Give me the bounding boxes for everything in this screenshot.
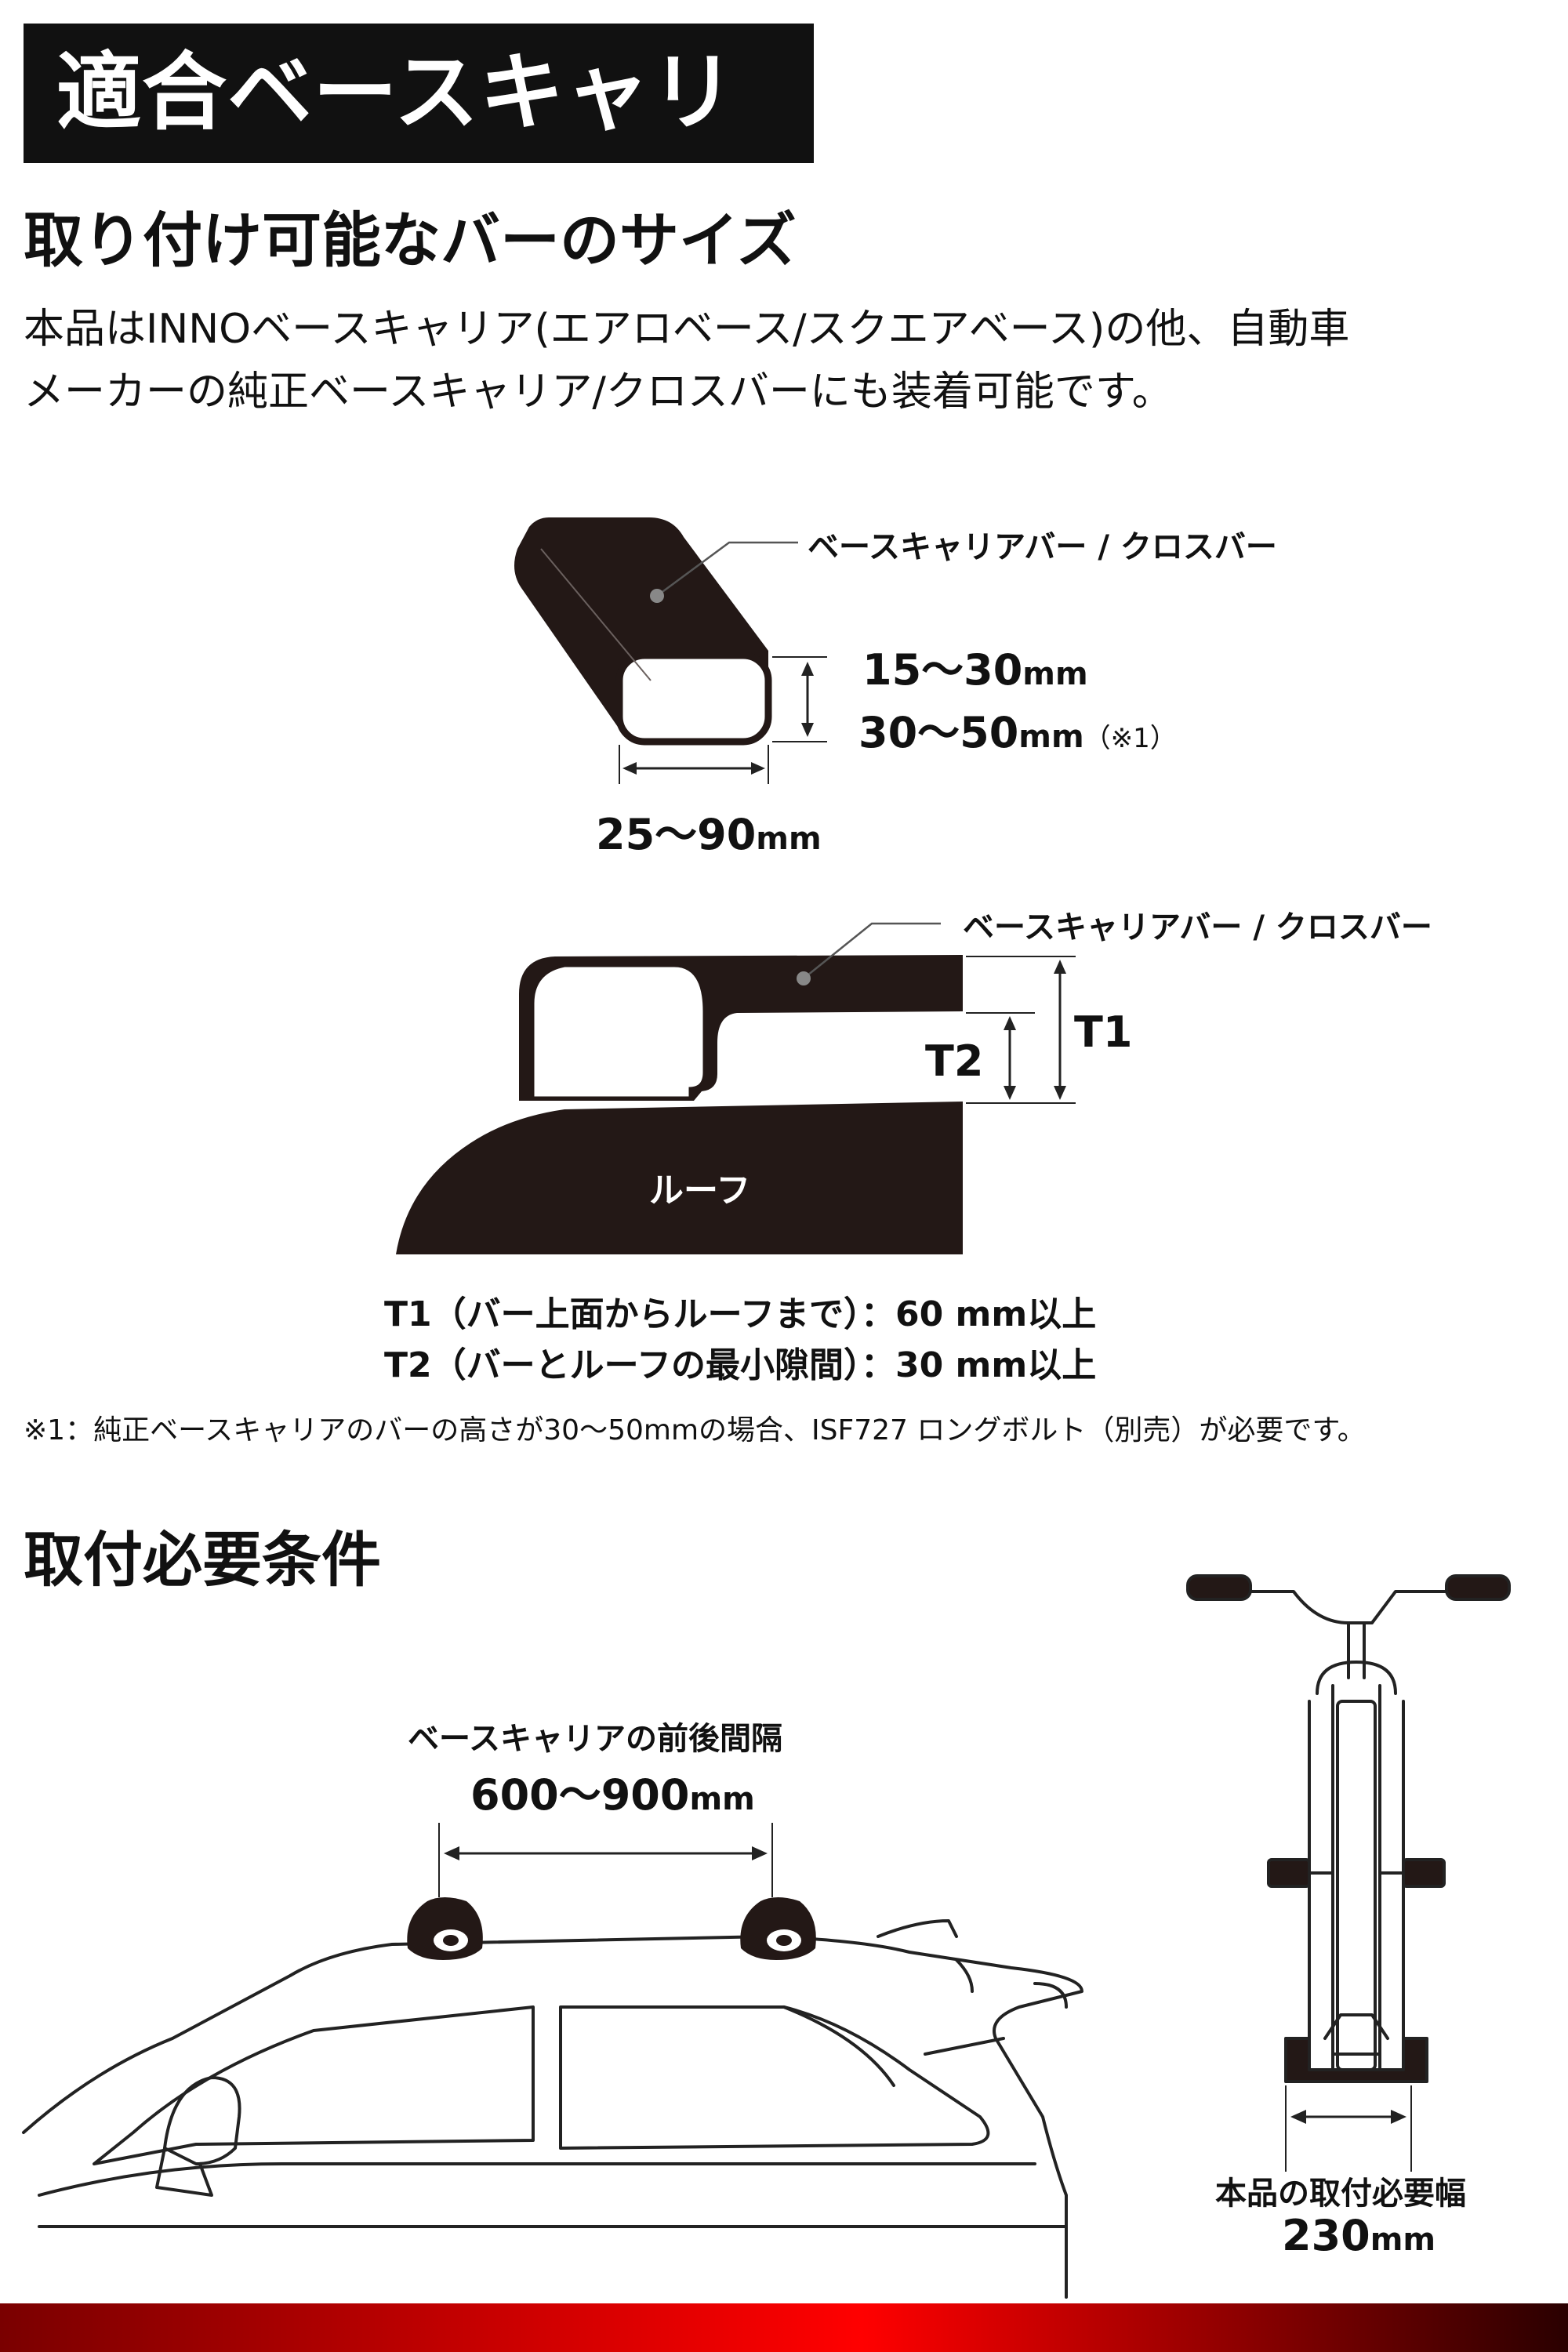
bottom-accent-bar [0,2303,1568,2352]
t2-spec: T2（バーとルーフの最小隙間）：30 mm以上 [384,1345,1097,1385]
bike-mount-tray [1284,2037,1428,2083]
spacing-label: ベースキャリアの前後間隔 [408,1721,782,1757]
t2-label: T2 [925,1036,984,1086]
pedal-left [1267,1858,1311,1888]
section-heading-bar-size: 取り付け可能なバーのサイズ [24,205,797,275]
bar-leader-line [656,541,798,597]
front-wheel [1331,1684,1381,2071]
handlebar [1245,1590,1452,1624]
footnote: ※1：純正ベースキャリアのバーの高さが30〜50mmの場合、ISF727 ロング… [24,1414,1366,1446]
roof-label: ルーフ [649,1171,751,1210]
mirror [163,2076,241,2165]
page-title: 適合ベースキャリア [24,24,814,281]
base-carrier-rear [740,1897,816,1960]
crossbar-end-face [615,652,772,746]
width-range: 25〜90mm [596,810,822,859]
section-heading-requirements: 取付必要条件 [24,1525,381,1595]
bar2-leader-line [803,922,941,979]
rear-window [559,2005,990,2150]
crossbar-label-top: ベースキャリアバー / クロスバー [808,529,1277,565]
mount-width-value: 230mm [1282,2211,1436,2260]
crossbar-label-bottom: ベースキャリアバー / クロスバー [963,909,1432,946]
height-range-1: 15〜30mm [862,645,1088,695]
height-range-2: 30〜50mm（※1） [858,708,1177,757]
intro-text-line2: メーカーの純正ベースキャリア/クロスバーにも装着可能です。 [24,368,1173,416]
base-carrier-front [407,1897,483,1960]
pedal-right [1402,1858,1446,1888]
roof-shape [396,1102,963,1254]
t1-spec: T1（バー上面からルーフまで）：60 mm以上 [384,1294,1097,1334]
front-window [93,2005,535,2165]
t1-label: T1 [1074,1007,1133,1057]
spacing-value: 600〜900mm [470,1770,755,1820]
intro-text-line1: 本品はINNOベースキャリア(エアロベース/スクエアベース)の他、自動車 [24,306,1350,353]
mount-width-label: 本品の取付必要幅 [1215,2176,1466,2212]
